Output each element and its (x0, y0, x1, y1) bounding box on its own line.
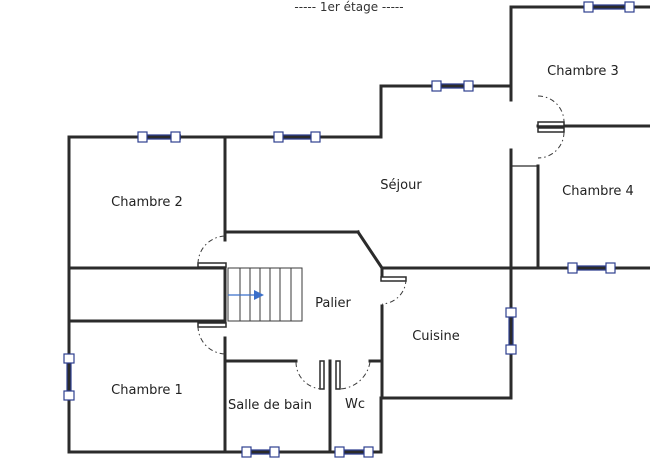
window-chambre-3 (583, 1, 635, 13)
room-label-chambre-3: Chambre 3 (547, 64, 619, 79)
room-label-cuisine: Cuisine (412, 329, 460, 344)
room-label-salle-de-bain: Salle de bain (228, 398, 312, 413)
door-chambre-4 (537, 127, 565, 159)
room-label-palier: Palier (315, 296, 351, 311)
window-sejour-right (431, 80, 474, 92)
window-chambre-1 (63, 353, 75, 401)
room-label-chambre-4: Chambre 4 (562, 184, 634, 199)
door-chambre-1 (197, 322, 227, 355)
floor-title: ----- 1er étage ----- (294, 0, 403, 14)
room-label-wc: Wc (345, 397, 365, 412)
door-wc (335, 360, 371, 390)
room-label-chambre-1: Chambre 1 (111, 383, 183, 398)
staircase (227, 267, 303, 322)
doors (197, 95, 565, 390)
door-salle-de-bain (295, 360, 325, 390)
window-salle-de-bain (241, 446, 280, 458)
window-cuisine (505, 307, 517, 355)
window-wc (334, 446, 374, 458)
room-label-sejour: Séjour (380, 178, 422, 193)
door-chambre-2 (197, 235, 227, 268)
interior-walls (67, 84, 650, 454)
room-label-chambre-2: Chambre 2 (111, 195, 183, 210)
window-chambre-4 (567, 262, 616, 274)
windows (63, 1, 635, 458)
door-cuisine (380, 276, 407, 305)
window-sejour-left (273, 131, 321, 143)
door-chambre-3 (537, 95, 565, 127)
window-chambre-2 (137, 131, 181, 143)
stair-direction-arrow-icon (228, 290, 264, 300)
